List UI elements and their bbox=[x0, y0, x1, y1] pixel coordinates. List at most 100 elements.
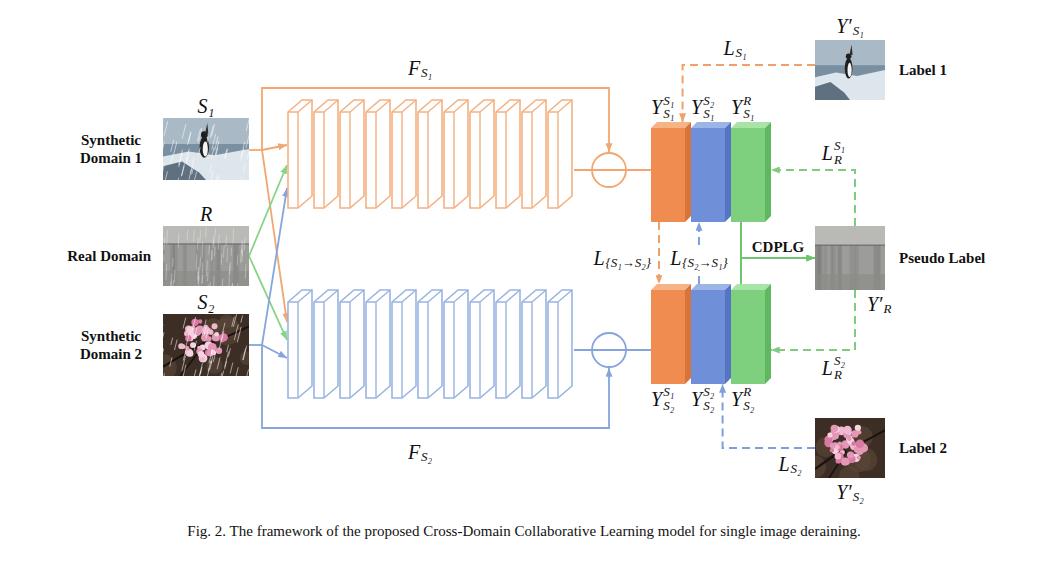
layer-edge bbox=[288, 302, 298, 398]
loss-connector bbox=[683, 65, 815, 122]
photo bbox=[815, 418, 885, 478]
layer-edge bbox=[480, 290, 494, 302]
layer-frame bbox=[392, 100, 416, 208]
subscript: S₂ bbox=[703, 399, 714, 413]
output-symbol: YRS₁ bbox=[731, 94, 754, 121]
script-stack: {S₁→S₂} bbox=[606, 246, 651, 270]
loss-symbol: FS₂ bbox=[408, 440, 432, 464]
loss-connector bbox=[771, 170, 855, 226]
input-wire bbox=[262, 345, 287, 358]
symbol-base: Y′ bbox=[867, 294, 883, 314]
script-stack: S₂ bbox=[791, 452, 802, 476]
fusion-circle bbox=[592, 153, 626, 187]
label-image: Label 2Y′S₂ bbox=[815, 418, 885, 478]
layer-edge bbox=[340, 112, 350, 208]
layer-edge bbox=[532, 100, 546, 112]
layer-edge bbox=[376, 100, 390, 112]
layer-edge bbox=[392, 112, 402, 208]
pseudo-label-image: Pseudo LabelY′R bbox=[815, 226, 885, 290]
domain-label-text: Real Domain bbox=[67, 248, 151, 264]
layer-edge bbox=[376, 290, 390, 302]
layer-frame bbox=[444, 100, 468, 208]
feature-slab bbox=[691, 122, 731, 222]
layer-edge bbox=[548, 112, 558, 208]
layer-edge bbox=[392, 302, 402, 398]
symbol-base: Y bbox=[691, 389, 702, 409]
subscript: S₂ bbox=[853, 490, 864, 504]
layer-edge bbox=[506, 290, 520, 302]
feature-slab bbox=[651, 284, 691, 384]
domain-label-text: Synthetic Domain 2 bbox=[80, 328, 142, 362]
loss-label: LS₂R bbox=[821, 354, 846, 381]
loss-label: FS₂ bbox=[407, 440, 433, 464]
input-wire bbox=[249, 149, 262, 151]
script-stack: S₂S₁ bbox=[703, 94, 714, 121]
layer-edge bbox=[402, 290, 416, 302]
layer-edge bbox=[548, 302, 558, 398]
script-stack: S₁S₁ bbox=[663, 94, 674, 121]
layer-edge bbox=[558, 100, 572, 112]
symbol-base: L bbox=[593, 248, 604, 268]
input-symbol-text: S₂ bbox=[198, 291, 215, 313]
loss-label: FS₁ bbox=[407, 56, 433, 80]
domain-label: Synthetic Domain 1 bbox=[71, 131, 151, 167]
output-wire bbox=[574, 169, 651, 171]
loss-symbol: LS₂R bbox=[822, 354, 845, 381]
loss-symbol: LS₁ bbox=[723, 36, 746, 60]
domain-label: Real Domain bbox=[67, 247, 151, 265]
subscript: S₁ bbox=[853, 24, 864, 38]
feature-slab bbox=[691, 284, 731, 384]
orange-network bbox=[288, 100, 572, 208]
loss-label: LS₁ bbox=[722, 36, 747, 60]
superscript: S₁ bbox=[663, 94, 674, 108]
layer-edge bbox=[444, 112, 454, 208]
math-symbol: YS₁S₂ bbox=[651, 385, 674, 412]
layer-edge bbox=[558, 290, 572, 302]
loss-connector bbox=[741, 258, 815, 284]
script-stack: S₁S₂ bbox=[663, 385, 674, 412]
photo bbox=[163, 226, 249, 286]
math-symbol: YRS₂ bbox=[731, 385, 754, 412]
label-symbol: Y′R bbox=[867, 292, 891, 316]
photo bbox=[815, 226, 885, 290]
loss-symbol: L{S₁→S₂} bbox=[593, 246, 651, 270]
script-stack: R bbox=[884, 292, 892, 316]
subscript: S₂ bbox=[743, 399, 754, 413]
layer-edge bbox=[324, 100, 338, 112]
loss-connector bbox=[723, 384, 815, 448]
layer-edge bbox=[470, 112, 480, 208]
subscript: S₁ bbox=[743, 107, 754, 121]
domain-label-text: Synthetic Domain 1 bbox=[80, 132, 142, 166]
fusion-circle bbox=[592, 333, 626, 367]
domain-label: Synthetic Domain 2 bbox=[71, 327, 151, 363]
output-symbol: YRS₂ bbox=[731, 385, 754, 412]
layer-frame bbox=[314, 100, 338, 208]
output-block: YRS₁ bbox=[731, 122, 771, 222]
output-block: YS₂S₂ bbox=[691, 284, 731, 384]
layer-frame bbox=[366, 290, 390, 398]
layer-edge bbox=[428, 290, 442, 302]
superscript: R bbox=[743, 385, 754, 399]
layer-frame bbox=[496, 290, 520, 398]
layer-edge bbox=[522, 302, 532, 398]
subscript: {S₁→S₂} bbox=[606, 256, 651, 270]
photo bbox=[163, 118, 249, 180]
feature-slab bbox=[731, 122, 771, 222]
loss-symbol: L{S₂→S₁} bbox=[670, 246, 728, 270]
script-spacer bbox=[606, 246, 651, 256]
script-stack: S₂R bbox=[834, 354, 845, 381]
subscript: S₂ bbox=[791, 462, 802, 476]
output-block: YRS₂ bbox=[731, 284, 771, 384]
script-stack: S₁ bbox=[853, 14, 864, 38]
layer-edge bbox=[522, 112, 532, 208]
layer-edge bbox=[496, 112, 506, 208]
output-block: YS₁S₁ bbox=[651, 122, 691, 222]
input-wire bbox=[249, 344, 262, 346]
symbol-base: F bbox=[408, 58, 420, 78]
math-symbol: YRS₁ bbox=[731, 94, 754, 121]
subscript: S₁ bbox=[703, 107, 714, 121]
superscript: S₂ bbox=[703, 385, 714, 399]
